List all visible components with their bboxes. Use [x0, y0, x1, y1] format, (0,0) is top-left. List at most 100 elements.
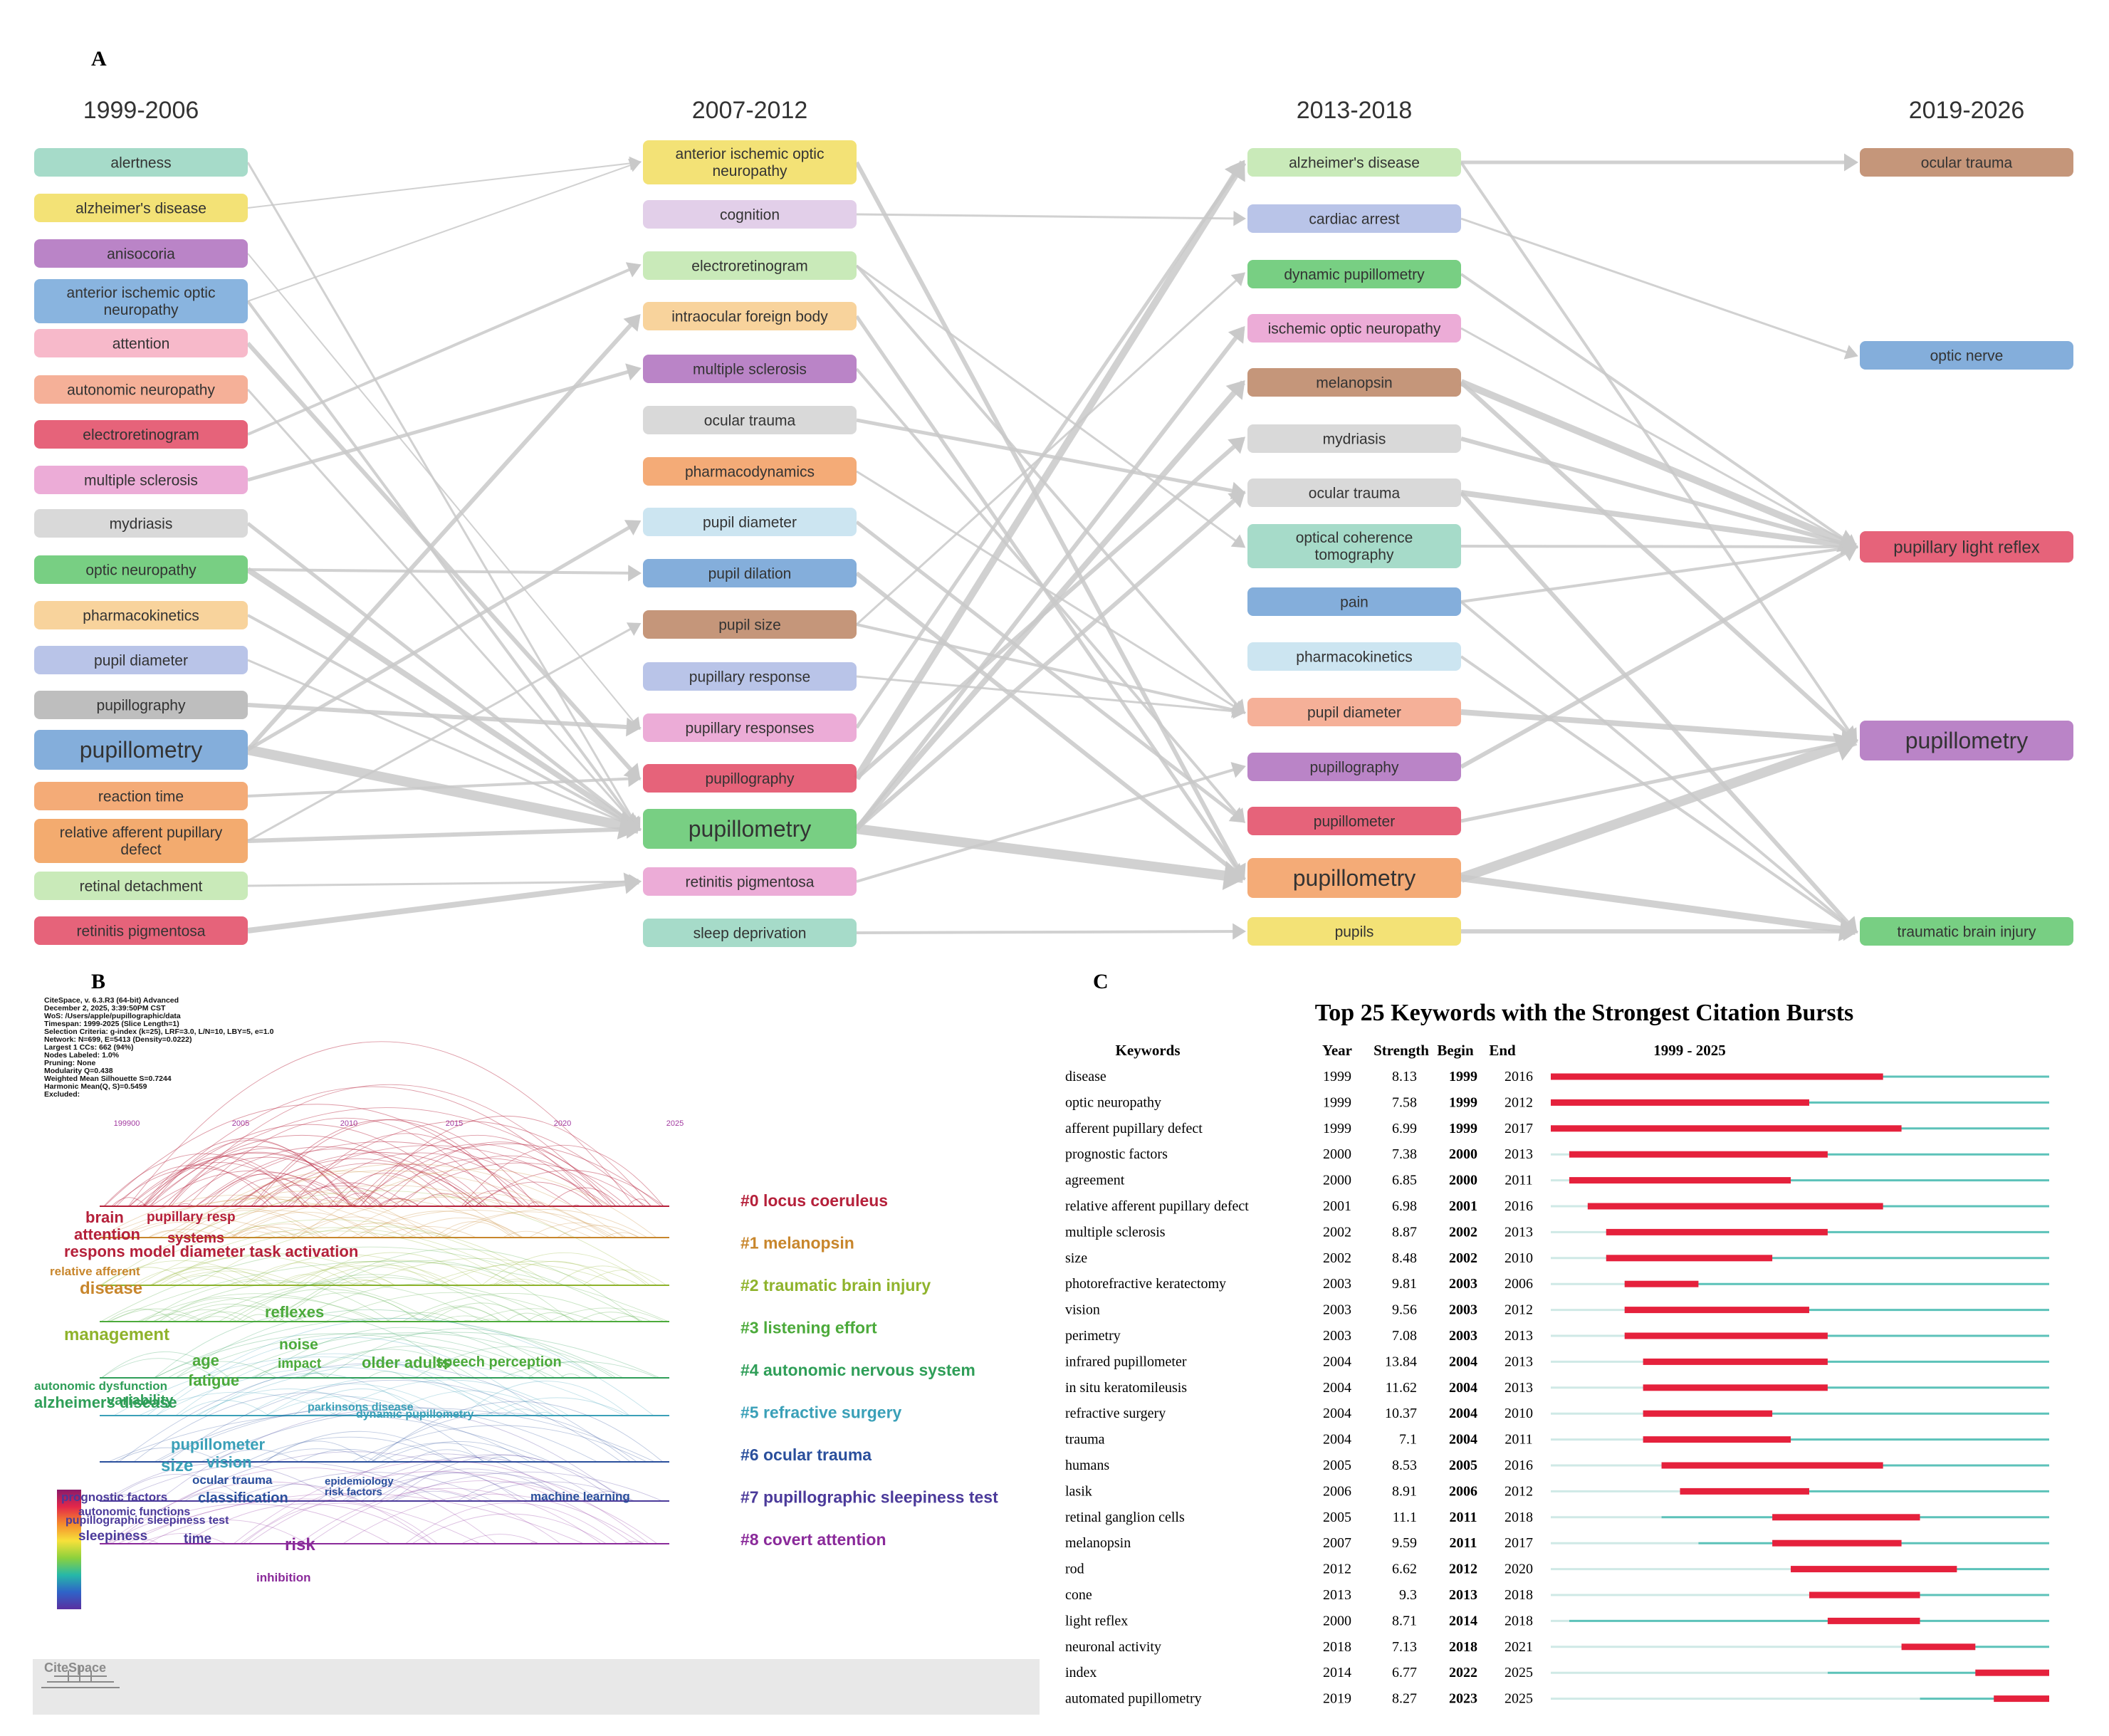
sankey-node-label: pupillometry [80, 737, 203, 763]
sankey-flow [857, 162, 1243, 778]
burst-strength-bar [1828, 1618, 1920, 1624]
burst-end: 2013 [1504, 1146, 1533, 1162]
timeline-arc [461, 1534, 538, 1544]
sankey-node-label: pupillary response [689, 669, 810, 685]
timeline-term: variability [107, 1393, 174, 1408]
timeline-year: 2015 [446, 1119, 463, 1128]
sankey-node-label: attention [112, 335, 170, 352]
timeline-arc [362, 1258, 592, 1285]
burst-begin: 2011 [1450, 1535, 1477, 1551]
timeline-term: vision [206, 1453, 252, 1471]
sankey-flow [1461, 219, 1856, 355]
sankey-node: pharmacokinetics [1247, 642, 1461, 671]
burst-year: 2006 [1323, 1483, 1351, 1499]
sankey-node-label: retinitis pigmentosa [77, 923, 206, 939]
sankey-node: pupillary light reflex [1860, 531, 2073, 563]
burst-end: 2021 [1504, 1639, 1533, 1655]
burst-strength-bar [1625, 1281, 1699, 1287]
burst-end: 2010 [1504, 1250, 1533, 1266]
burst-begin: 2000 [1449, 1146, 1477, 1162]
sankey-node: pharmacokinetics [34, 601, 248, 629]
cluster-label: #1 melanopsin [740, 1234, 854, 1253]
timeline-term: inhibition [256, 1571, 310, 1584]
sankey-flow-arrow [624, 872, 642, 894]
burst-keyword: automated pupillometry [1065, 1691, 1202, 1707]
sankey-node: pupillometry [1860, 721, 2073, 760]
sankey-node-label: traumatic brain injury [1898, 924, 2036, 940]
timeline-term: parkinsons disease [308, 1401, 414, 1413]
burst-strength: 7.13 [1392, 1639, 1417, 1655]
burst-keyword: refractive surgery [1065, 1406, 1166, 1421]
sankey-node: intraocular foreign body [643, 302, 857, 330]
sankey-node-label: alzheimer's disease [1289, 155, 1420, 171]
burst-end: 2012 [1504, 1094, 1533, 1110]
burst-keyword: size [1065, 1250, 1087, 1266]
burst-keyword: in situ keratomileusis [1065, 1380, 1187, 1396]
sankey-node-label: dynamic pupillometry [1284, 266, 1425, 283]
sankey-flow [857, 493, 1243, 829]
sankey-node: pupils [1247, 917, 1461, 946]
cluster-label: #0 locus coeruleus [740, 1191, 888, 1210]
sankey-node: pupillometry [34, 730, 248, 770]
timeline-term: impact [278, 1356, 322, 1371]
sankey-flow [857, 624, 1243, 712]
timeline-term: disease [80, 1279, 142, 1298]
sankey-node-label: anterior ischemic optic [676, 146, 825, 162]
burst-end: 2018 [1504, 1510, 1533, 1525]
sankey-node: anisocoria [34, 239, 248, 268]
citespace-logo: CiteSpace [44, 1661, 106, 1675]
burst-strength: 9.81 [1392, 1276, 1417, 1292]
timeline-arc [503, 1231, 550, 1238]
sankey-node-label: multiple sclerosis [84, 472, 198, 488]
burst-keyword: humans [1065, 1458, 1109, 1473]
cluster-label: #5 refractive surgery [740, 1403, 902, 1422]
burst-keyword: photorefractive keratectomy [1065, 1276, 1226, 1292]
sankey-node-label: intraocular foreign body [671, 308, 828, 325]
sankey-node-label: ocular trauma [1309, 485, 1401, 501]
burst-strength-bar [1662, 1463, 1883, 1469]
burst-keyword: multiple sclerosis [1065, 1224, 1166, 1240]
cluster-label: #2 traumatic brain injury [740, 1276, 931, 1295]
sankey-node: pupil dilation [643, 559, 857, 587]
sankey-node-label: anisocoria [107, 246, 175, 262]
sankey-flow [248, 882, 639, 931]
sankey-node: autonomic neuropathy [34, 375, 248, 404]
burst-keyword: lasik [1065, 1483, 1092, 1499]
burst-end: 2006 [1504, 1276, 1533, 1292]
burst-strength-bar [1551, 1074, 1883, 1080]
burst-strength: 8.71 [1392, 1613, 1417, 1628]
sankey-node: ocular trauma [643, 406, 857, 434]
sankey-node-label: pupil diameter [94, 652, 188, 669]
burst-end: 2013 [1504, 1328, 1533, 1344]
sankey-node: multiple sclerosis [643, 355, 857, 383]
sankey-node: cardiac arrest [1247, 204, 1461, 233]
burst-keyword: vision [1065, 1302, 1100, 1318]
sankey-flow [857, 420, 1243, 493]
burst-keyword: retinal ganglion cells [1065, 1510, 1185, 1525]
burst-begin: 2014 [1449, 1613, 1477, 1628]
sankey-node: pupil diameter [1247, 698, 1461, 726]
sankey-node: pupillometry [643, 809, 857, 849]
burst-begin: 2013 [1449, 1587, 1477, 1603]
sankey-node-label: electroretinogram [83, 427, 199, 443]
timeline-term: reflexes [265, 1303, 324, 1321]
sankey-flow [857, 214, 1243, 219]
burst-begin: 2022 [1449, 1665, 1477, 1680]
sankey-node: alzheimer's disease [1247, 148, 1461, 177]
burst-strength: 8.87 [1392, 1224, 1417, 1240]
timeline-term: size [161, 1456, 193, 1475]
burst-end: 2013 [1504, 1354, 1533, 1369]
sankey-node: electroretinogram [34, 420, 248, 449]
burst-strength: 8.48 [1392, 1250, 1417, 1266]
burst-year: 2000 [1323, 1613, 1351, 1628]
